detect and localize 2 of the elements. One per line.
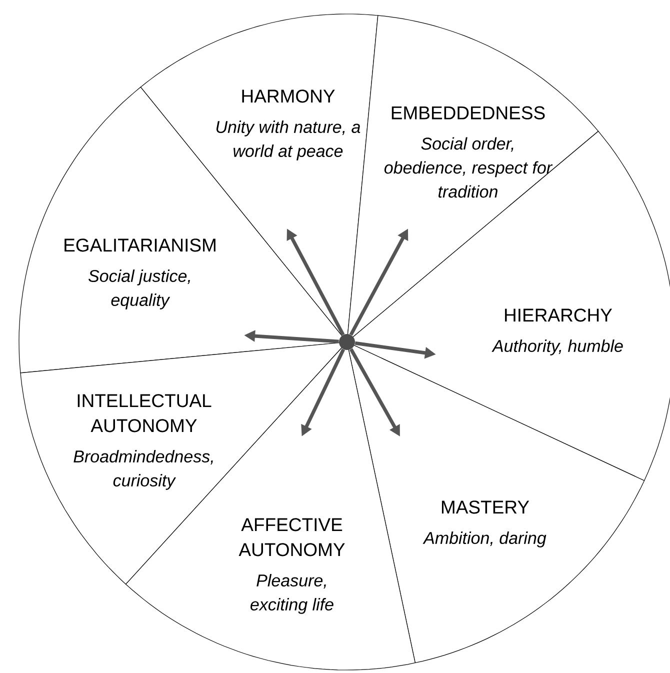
- hub-circle: [339, 334, 355, 350]
- node-label: AFFECTIVE AUTONOMY: [238, 518, 345, 556]
